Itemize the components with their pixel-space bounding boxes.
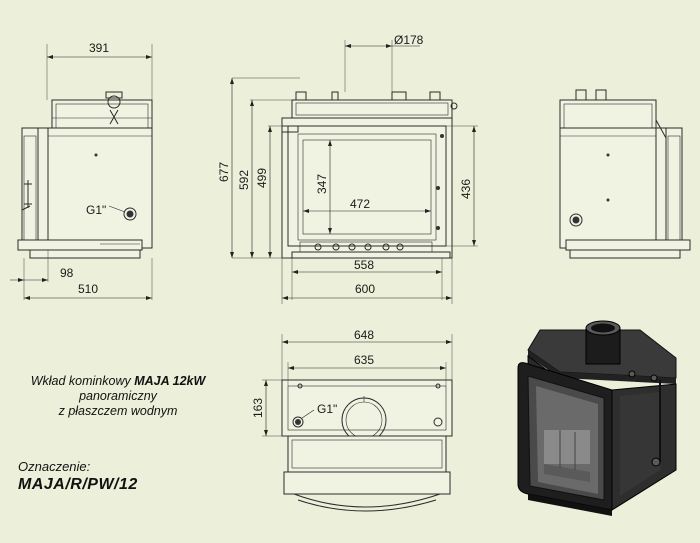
description-line-1: Wkład kominkowy MAJA 12kW (8, 374, 228, 389)
description-line-3: z płaszczem wodnym (58, 404, 178, 418)
dim-flue-diameter: Ø178 (394, 33, 424, 47)
dim-391: 391 (89, 41, 109, 55)
description-line-2: panoramiczny (79, 389, 157, 403)
dim-510: 510 (78, 282, 98, 296)
side-view-left: G1" 391 98 510 (10, 41, 153, 300)
dim-558: 558 (354, 258, 374, 272)
dim-472: 472 (350, 197, 370, 211)
pipe-thread-label-side: G1" (86, 203, 106, 217)
dim-436: 436 (459, 179, 473, 199)
dim-163: 163 (251, 398, 265, 418)
fireplace-render (517, 320, 677, 516)
description-prefix: Wkład kominkowy (30, 374, 135, 388)
top-view: G1" 648 635 163 (251, 328, 453, 512)
dim-648: 648 (354, 328, 374, 342)
description-model: MAJA 12kW (134, 374, 206, 388)
designation-code: MAJA/R/PW/12 (18, 476, 138, 493)
dim-600: 600 (355, 282, 375, 296)
dim-347: 347 (315, 174, 329, 194)
front-view: Ø178 677 592 499 347 472 436 (217, 33, 478, 304)
dim-635: 635 (354, 353, 374, 367)
pipe-thread-label-top: G1" (317, 402, 337, 416)
dim-592: 592 (237, 170, 251, 190)
dim-499: 499 (255, 168, 269, 188)
designation-label: Oznaczenie: (18, 459, 91, 474)
dim-98: 98 (60, 266, 74, 280)
side-view-right (559, 89, 691, 259)
dim-677: 677 (217, 162, 231, 182)
product-description: Wkład kominkowy MAJA 12kW panoramiczny z… (8, 374, 228, 419)
